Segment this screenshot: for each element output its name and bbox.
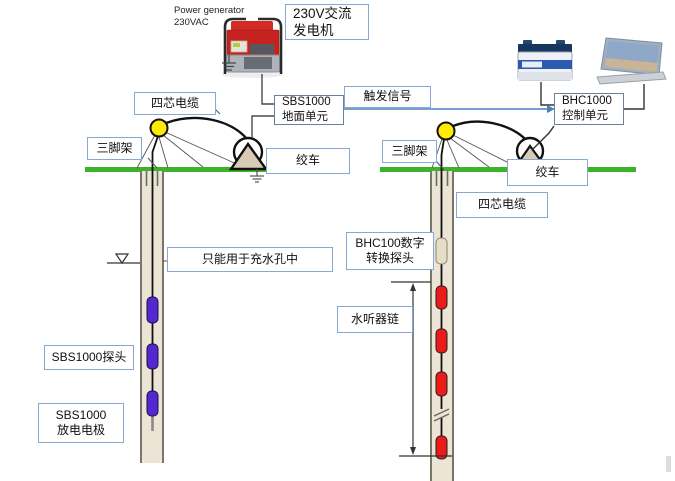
label-tripod-left: 三脚架 bbox=[87, 137, 142, 160]
label-sbs1000-surface-unit: SBS1000 地面单元 bbox=[274, 95, 344, 125]
winch-icon-left bbox=[228, 136, 269, 183]
label-bhc1000-control-unit: BHC1000 控制单元 bbox=[554, 93, 624, 125]
label-water-filled-hole-note: 只能用于充水孔中 bbox=[167, 247, 333, 272]
label-four-core-cable-right: 四芯电缆 bbox=[456, 192, 548, 218]
digital-probe-capsule bbox=[435, 237, 448, 265]
laptop-icon bbox=[596, 37, 667, 85]
label-trigger-signal: 触发信号 bbox=[344, 86, 431, 108]
page-edge-artifact bbox=[666, 456, 671, 472]
water-level-icon bbox=[107, 253, 140, 265]
connector-generator-to-surface-unit bbox=[261, 74, 274, 105]
downhole-cable-left bbox=[151, 135, 159, 431]
tripod-legs-left bbox=[136, 131, 242, 169]
label-bhc100-digital-probe: BHC100数字 转换探头 bbox=[346, 232, 434, 270]
label-tripod-right: 三脚架 bbox=[382, 140, 437, 163]
label-sbs1000-probe: SBS1000探头 bbox=[44, 345, 134, 370]
ground-line-left bbox=[85, 167, 348, 172]
cable-break-mark bbox=[433, 408, 450, 422]
electrode-capsules bbox=[146, 296, 159, 417]
connector-control-unit-to-winch bbox=[531, 125, 555, 151]
connector-battery-to-control-unit bbox=[540, 82, 554, 106]
generator-ground-symbol bbox=[222, 55, 236, 71]
label-winch-right: 绞车 bbox=[507, 159, 588, 186]
label-sbs1000-discharge-electrode: SBS1000 放电电极 bbox=[38, 403, 124, 443]
dimension-arrow-up bbox=[410, 283, 416, 291]
connector-surface-unit-to-winch bbox=[251, 115, 274, 138]
label-winch-left: 绞车 bbox=[266, 148, 350, 174]
generator-caption: Power generator 230VAC bbox=[174, 5, 245, 28]
trigger-signal-arrow bbox=[344, 105, 555, 113]
pulley-icon-right bbox=[436, 121, 456, 141]
cable-to-winch-left bbox=[165, 116, 248, 140]
generator-icon bbox=[222, 17, 283, 78]
label-four-core-cable-left: 四芯电缆 bbox=[134, 92, 216, 115]
dimension-arrow-down bbox=[410, 447, 416, 455]
label-hydrophone-chain: 水听器链 bbox=[337, 306, 413, 333]
cable-to-winch-right bbox=[452, 120, 528, 142]
dimension-line bbox=[391, 281, 452, 457]
hydrophone-capsules bbox=[435, 285, 448, 460]
label-230v-generator: 230V交流 发电机 bbox=[285, 4, 369, 40]
pulley-icon-left bbox=[149, 118, 169, 138]
battery-icon bbox=[517, 40, 573, 81]
connector-laptop-to-control-unit bbox=[624, 84, 645, 110]
